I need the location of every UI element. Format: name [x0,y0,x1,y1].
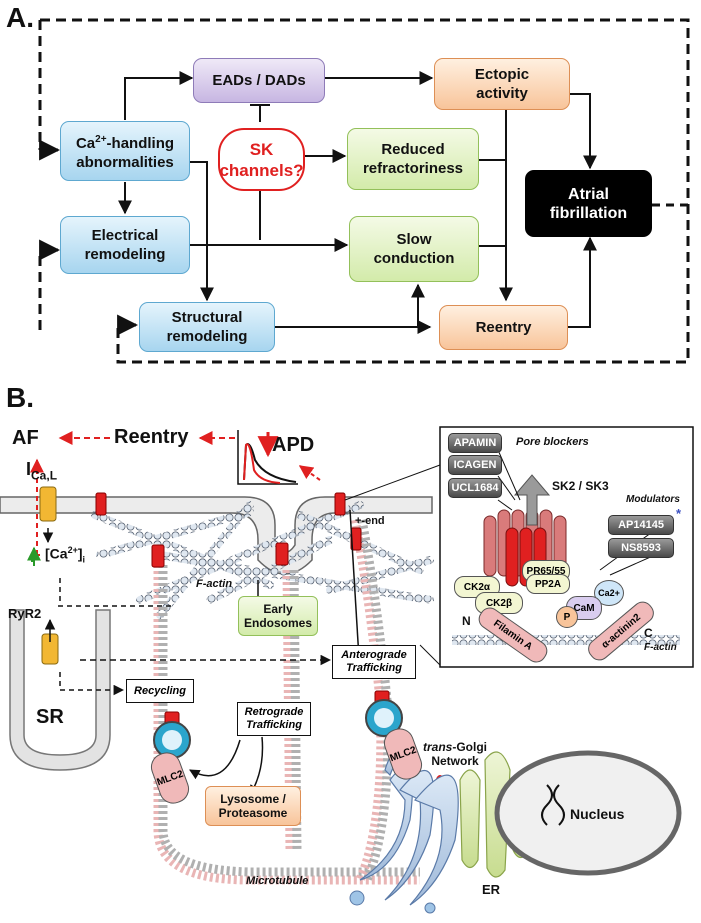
tgn-line2: Network [431,754,479,768]
tgn-italic: trans [423,740,453,754]
nucleus-shape [494,750,682,876]
ical-sub: Ca,L [31,468,58,483]
ca-i-sup: 2+ [67,545,78,555]
ca-handling-node: Ca2+-handling abnormalities [60,121,190,181]
retrograde-box: Retrograde Trafficking [237,702,311,736]
lysosome-box: Lysosome / Proteasome [205,786,301,826]
phospho-pill: P [556,606,578,628]
eads-dads-node: EADs / DADs [193,58,325,103]
nucleus-label: Nucleus [570,806,625,822]
apamin-box: APAMIN [448,433,502,453]
ca-i-sub: i [82,554,86,565]
ical-label: ICa,L [26,459,57,483]
sk2-sk3-label: SK2 / SK3 [552,479,609,493]
ca-i-end: ] [77,545,83,562]
recycling-box: Recycling [126,679,194,703]
c-terminus-label: C [644,626,653,640]
ca-i-main: [Ca [45,545,68,562]
pp2a-pill: PP2A [526,574,570,594]
electrical-remodeling-node: Electrical remodeling [60,216,190,274]
ns8593-box: NS8593 [608,538,674,558]
ucl1684-box: UCL1684 [448,478,502,498]
slow-conduction-node: Slow conduction [349,216,479,282]
pore-blockers-label: Pore blockers [516,436,589,448]
f-actin-label: F-actin [196,578,233,590]
tgn-rest: -Golgi [452,740,488,754]
structural-remodeling-node: Structural remodeling [139,302,275,352]
sr-shape [9,609,111,771]
panel-a-letter: A. [6,2,34,33]
ectopic-activity-node: Ectopic activity [434,58,570,110]
cam-pill: CaM [566,596,602,620]
ap14145-box: AP14145 [608,515,674,535]
er-label: ER [482,882,501,897]
sr-label: SR [36,706,64,728]
modulator-asterisk: * [676,506,682,521]
panel-b-letter: B. [6,382,34,413]
dna-icon [541,784,565,826]
icagen-box: ICAGEN [448,455,502,475]
ical-main: I [26,459,32,479]
modulators-label: Modulators [626,494,680,505]
inset-f-actin-label: F-actin [644,642,677,653]
af-label: AF [12,427,39,449]
ca-sup: 2+ [95,134,107,145]
apd-axes [237,430,298,485]
n-terminus-label: N [462,614,471,628]
apd-label: APD [272,434,315,456]
ca-i-label: [Ca2+]i [45,545,85,564]
plus-end-label: +-end [355,515,385,527]
microtubule-label: Microtubule [246,875,309,887]
early-endosomes-box: Early Endosomes [238,596,318,636]
ca-line2: abnormalities [76,154,174,171]
reentry-node: Reentry [439,305,568,350]
ryr2-label: RyR2 [8,606,42,621]
sk-channels-node: SK channels? [218,128,305,191]
anterograde-box: Anterograde Trafficking [332,645,416,679]
reentry-label: Reentry [114,426,189,448]
ical-channel [39,486,57,522]
reduced-refractoriness-node: Reduced refractoriness [347,128,479,190]
ca-prefix: Ca [75,135,96,152]
atrial-fibrillation-node: Atrial fibrillation [525,170,652,237]
ca-suffix: -handling [106,135,175,152]
